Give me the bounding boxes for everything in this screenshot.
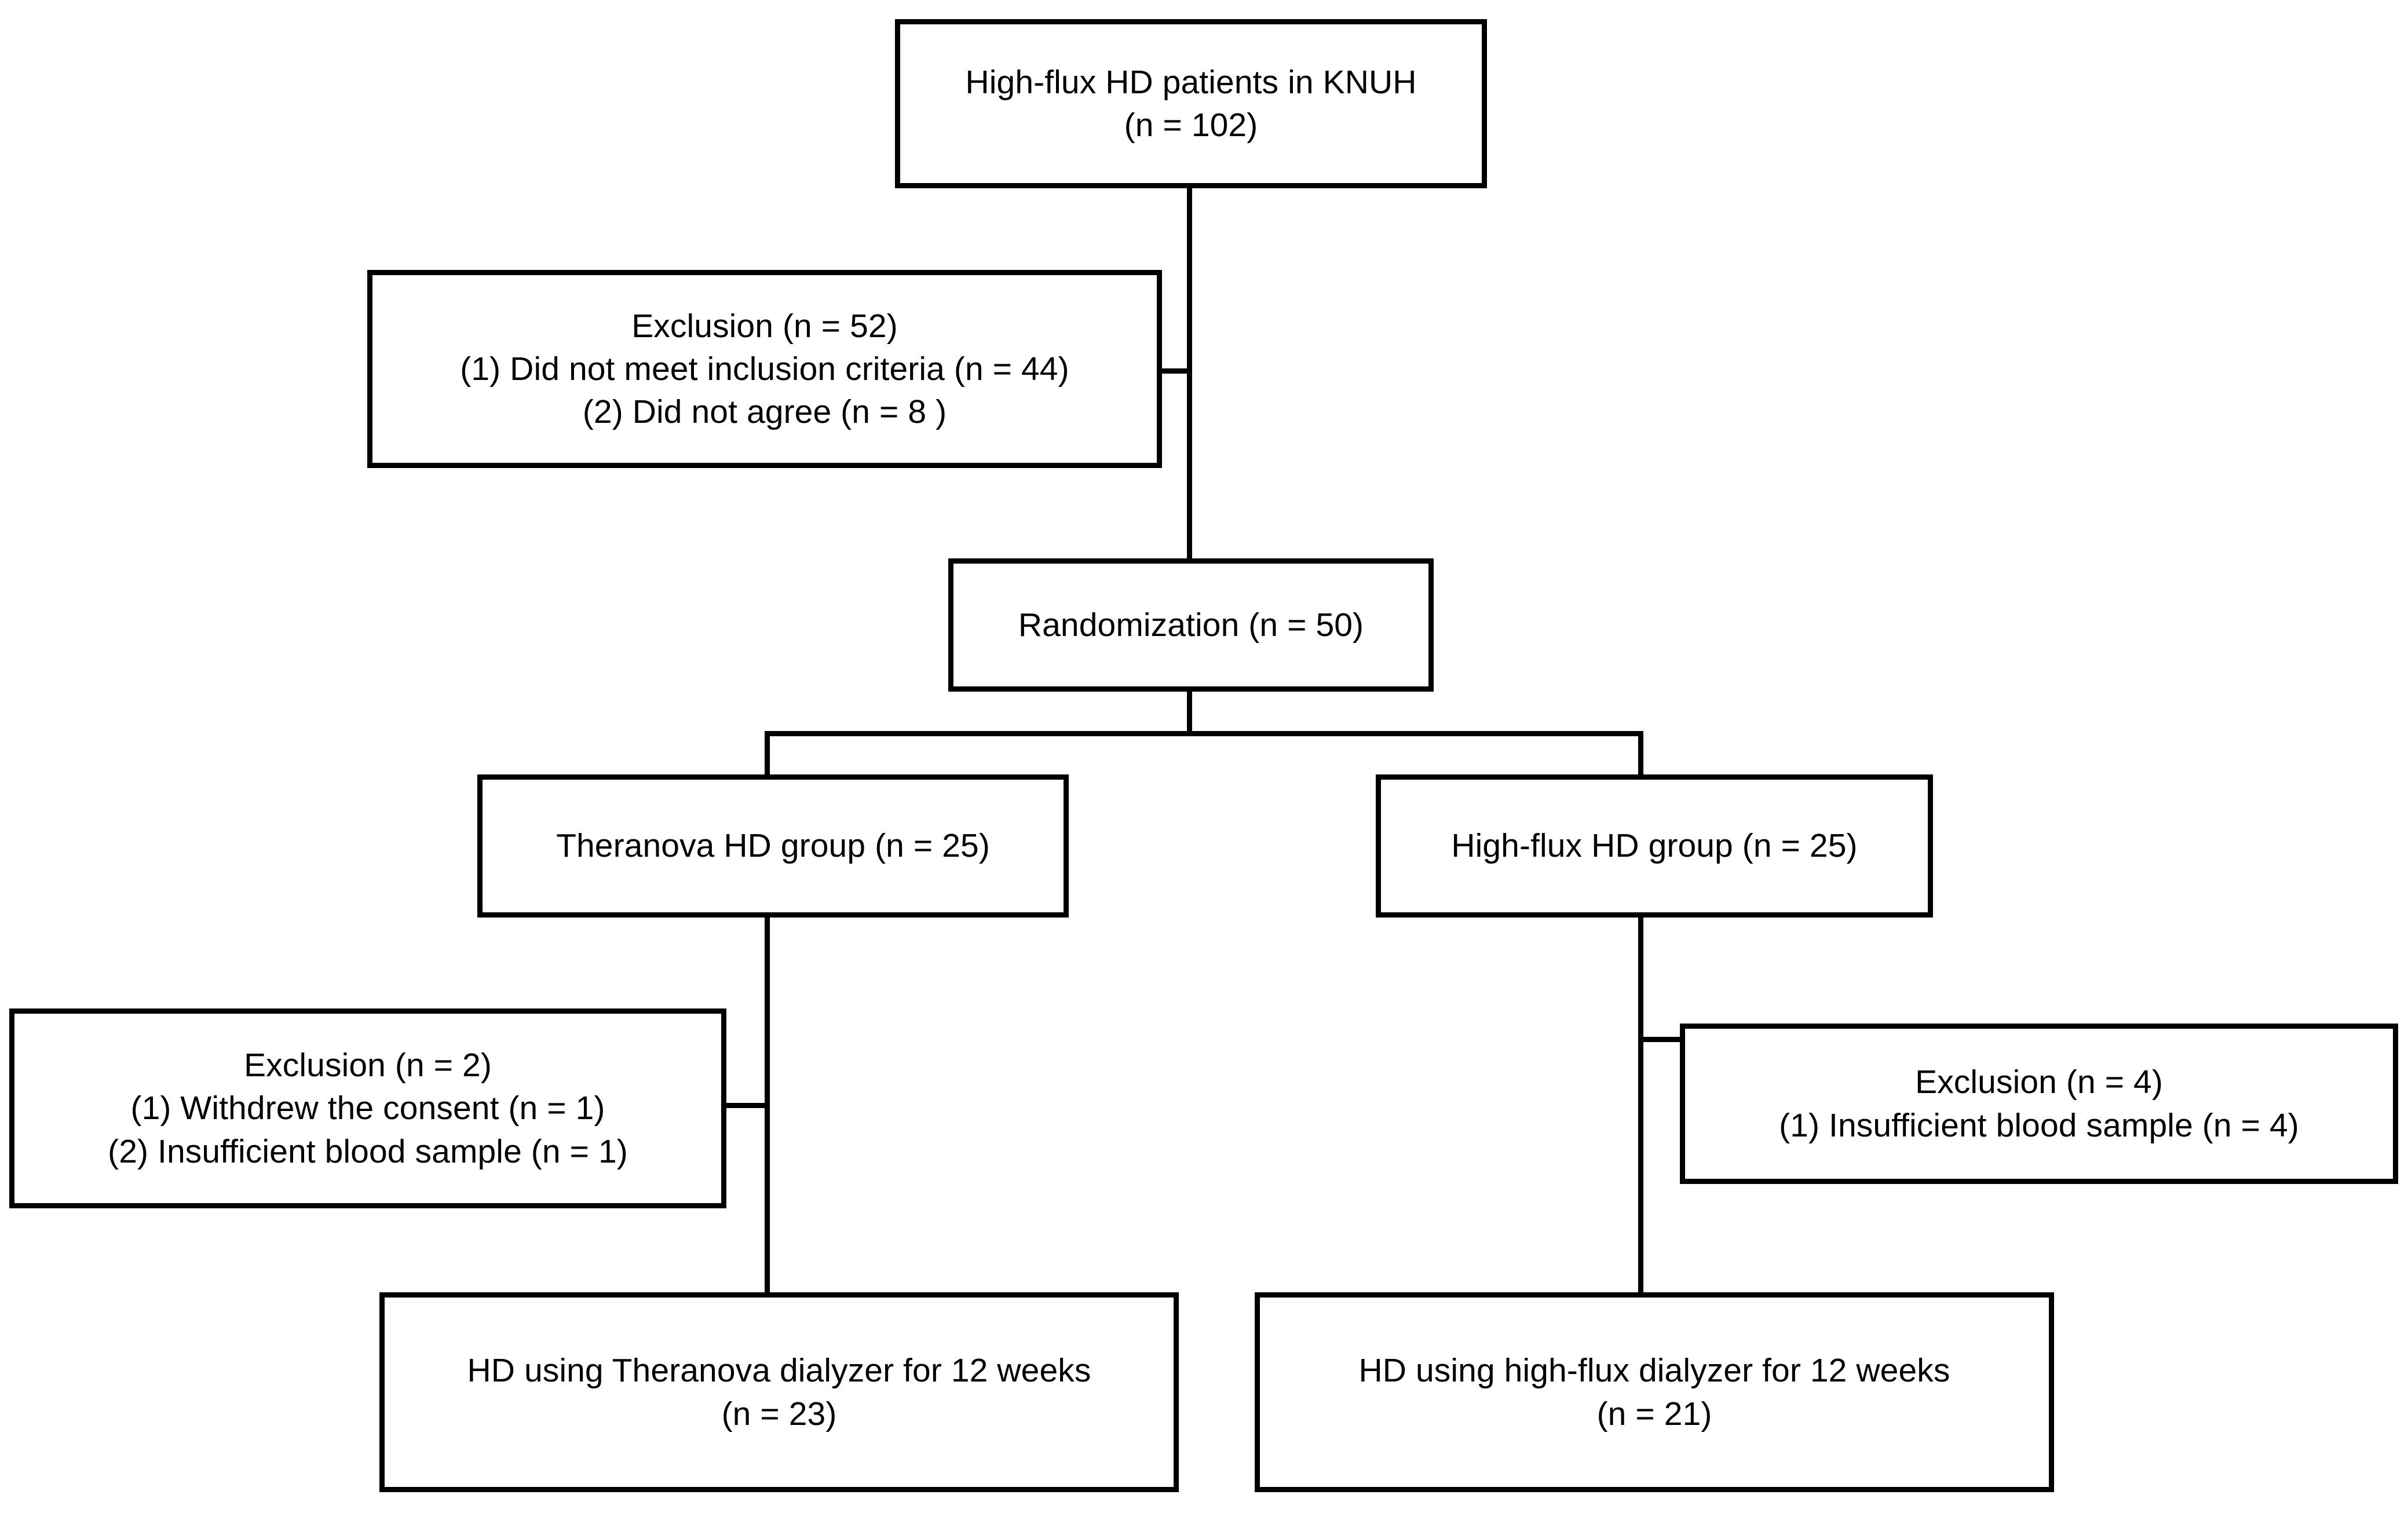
node-group-theranova[interactable]: Theranova HD group (n = 25) xyxy=(477,774,1069,918)
node-outcome-highflux-line-2: (n = 21) xyxy=(1596,1395,1712,1432)
node-group-highflux-line-1: High-flux HD group (n = 25) xyxy=(1451,827,1858,865)
node-outcome-theranova-line-1: HD using Theranova dialyzer for 12 weeks xyxy=(467,1352,1091,1390)
connector-theranova-to-exclusion xyxy=(723,1103,768,1108)
node-exclusion-screening-line-3: (2) Did not agree (n = 8 ) xyxy=(582,393,947,431)
node-exclusion-screening-line-1: Exclusion (n = 52) xyxy=(631,307,898,345)
node-outcome-theranova-line-2: (n = 23) xyxy=(721,1395,837,1432)
node-outcome-theranova[interactable]: HD using Theranova dialyzer for 12 weeks… xyxy=(379,1292,1179,1492)
node-outcome-highflux[interactable]: HD using high-flux dialyzer for 12 weeks… xyxy=(1255,1292,2054,1492)
node-exclusion-screening[interactable]: Exclusion (n = 52) (1) Did not meet incl… xyxy=(367,270,1162,468)
node-group-theranova-line-1: Theranova HD group (n = 25) xyxy=(556,827,990,865)
node-exclusion-theranova-line-3: (2) Insufficient blood sample (n = 1) xyxy=(108,1132,628,1170)
node-enrollment-line-1: High-flux HD patients in KNUH xyxy=(965,63,1417,101)
node-exclusion-theranova[interactable]: Exclusion (n = 2) (1) Withdrew the conse… xyxy=(9,1008,726,1208)
node-group-highflux[interactable]: High-flux HD group (n = 25) xyxy=(1376,774,1933,918)
node-exclusion-highflux-line-1: Exclusion (n = 4) xyxy=(1915,1064,2163,1101)
node-enrollment-line-2: (n = 102) xyxy=(1124,107,1258,144)
connector-split-bar xyxy=(765,731,1643,736)
connector-randomization-down xyxy=(1187,689,1192,736)
connector-trunk-to-exclusion-screening xyxy=(1156,368,1190,374)
node-exclusion-screening-line-2: (1) Did not meet inclusion criteria (n =… xyxy=(460,350,1069,388)
connector-highflux-to-exclusion xyxy=(1638,1037,1683,1042)
connector-split-to-theranova-group xyxy=(765,731,770,777)
node-exclusion-theranova-line-2: (1) Withdrew the consent (n = 1) xyxy=(130,1090,605,1127)
node-outcome-highflux-line-1: HD using high-flux dialyzer for 12 weeks xyxy=(1358,1352,1950,1390)
node-randomization[interactable]: Randomization (n = 50) xyxy=(948,558,1434,692)
node-exclusion-theranova-line-1: Exclusion (n = 2) xyxy=(244,1047,492,1084)
connector-split-to-highflux-group xyxy=(1638,731,1643,777)
node-exclusion-highflux[interactable]: Exclusion (n = 4) (1) Insufficient blood… xyxy=(1680,1024,2398,1184)
node-exclusion-highflux-line-2: (1) Insufficient blood sample (n = 4) xyxy=(1779,1106,2299,1144)
node-randomization-line-1: Randomization (n = 50) xyxy=(1018,606,1364,644)
node-enrollment[interactable]: High-flux HD patients in KNUH (n = 102) xyxy=(895,19,1487,188)
connector-highflux-group-to-outcome xyxy=(1638,915,1643,1295)
